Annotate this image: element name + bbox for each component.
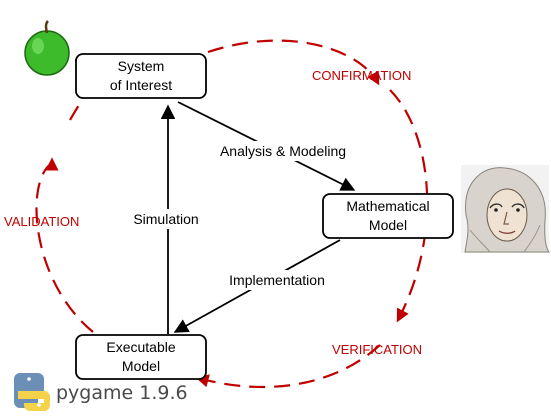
node-executable-model: Executable Model: [75, 334, 207, 380]
node-exec-line2: Model: [122, 358, 160, 374]
label-confirmation: CONFIRMATION: [312, 68, 411, 83]
python-snake-icon: [14, 373, 50, 411]
apple-icon: [24, 20, 70, 76]
label-analysis-modeling: Analysis & Modeling: [220, 143, 346, 159]
node-system-of-interest: System of Interest: [75, 53, 207, 99]
portrait-image: [461, 165, 550, 253]
label-implementation: Implementation: [229, 272, 325, 288]
pygame-logo-text: pygame 1.9.6: [56, 382, 188, 404]
pygame-logo: pygame 1.9.6: [14, 373, 188, 411]
arc-right: [389, 89, 429, 323]
node-system-line1: System: [118, 58, 165, 74]
arc-left: [35, 162, 94, 333]
node-math-line1: Mathematical: [346, 198, 429, 214]
label-simulation: Simulation: [133, 211, 198, 227]
arc-top-left: [69, 58, 96, 121]
cycle-arcs: [35, 39, 429, 389]
node-exec-line1: Executable: [106, 339, 175, 355]
node-mathematical-model: Mathematical Model: [322, 193, 454, 239]
label-validation: VALIDATION: [4, 214, 79, 229]
node-system-line2: of Interest: [110, 77, 172, 93]
label-verification: VERIFICATION: [332, 342, 422, 357]
arc-top-right: [207, 39, 380, 86]
node-math-line2: Model: [369, 217, 407, 233]
